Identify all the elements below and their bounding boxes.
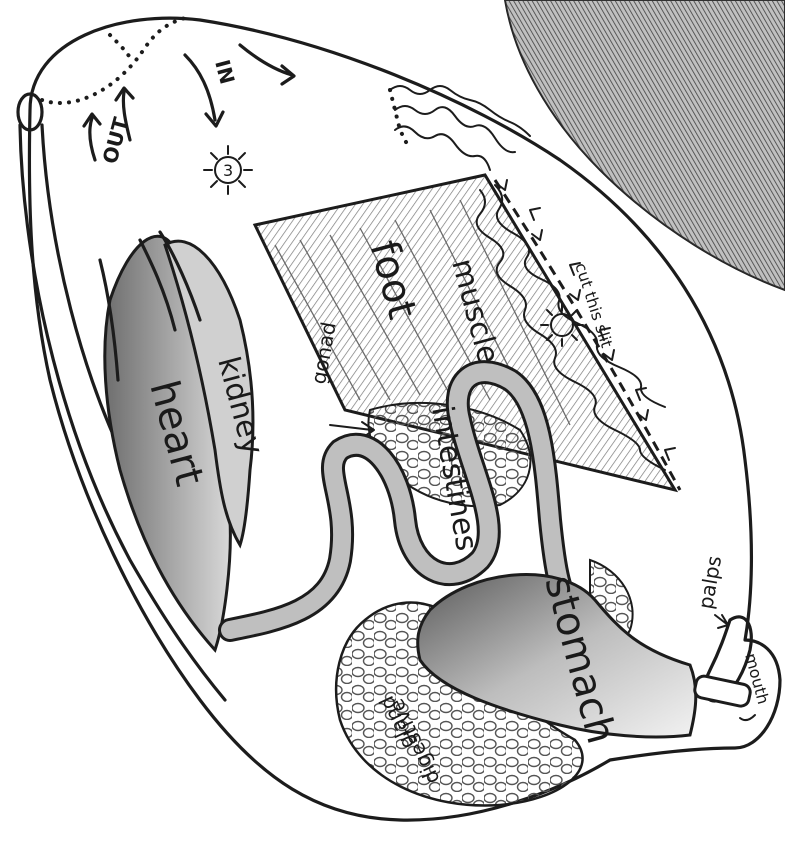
mouth: mouth — [693, 651, 773, 720]
in-arrows — [185, 45, 294, 126]
out-label: OUT — [98, 114, 133, 166]
siphon-dotted-line — [110, 35, 132, 62]
marker-3-label: 3 — [223, 161, 233, 180]
shell-valve — [505, 0, 785, 290]
siphon-dotted-line — [42, 18, 185, 103]
in-label: IN — [210, 57, 239, 87]
marker-3: 3 — [204, 146, 252, 194]
gill-dotted-edge — [390, 90, 410, 150]
palps-label: palps — [693, 554, 726, 611]
